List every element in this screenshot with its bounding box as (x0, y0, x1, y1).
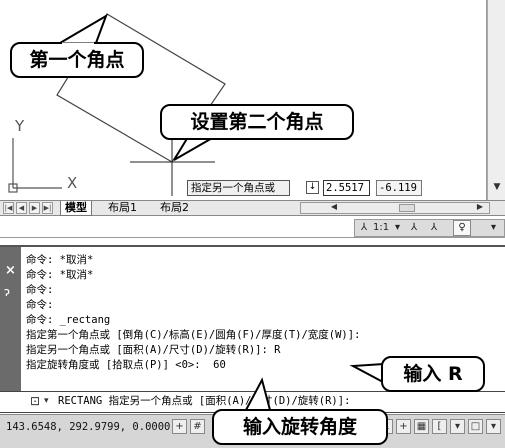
dynamic-input-x-field[interactable]: 2.5517 (323, 180, 370, 196)
command-history-line: 指定旋转角度或 [拾取点(P)] <0>: 60 (26, 359, 226, 371)
command-history-line: 命令: _rectang (26, 314, 111, 326)
last-tab-icon[interactable]: ▶| (42, 202, 53, 214)
command-input[interactable]: RECTANG 指定另一个角点或 [面积(A)/尺寸(D)/旋转(R)]: (58, 395, 351, 407)
callout-first-corner-tail (56, 13, 108, 44)
annotation-monitor-icon[interactable]: □ (468, 419, 483, 434)
command-history-line: 指定第一个角点或 [倒角(C)/标高(E)/圆角(F)/厚度(T)/宽度(W)]… (26, 329, 361, 341)
annotation-scale[interactable]: 1:1 (373, 222, 390, 233)
annotation-toolbar: ⅄ 1:1 ▾ ⅄ ⅄ ♀ ▾ (354, 219, 505, 237)
lightbulb-icon[interactable]: ♀ (453, 220, 471, 236)
dynamic-input-icon[interactable]: + (396, 419, 411, 434)
dynamic-input-prompt: 指定另一个角点或 (187, 180, 290, 196)
auto-scale-icon[interactable]: ⅄ (431, 222, 438, 233)
scroll-left-icon[interactable]: ◀ (330, 202, 338, 211)
snap-mode-icon[interactable]: + (172, 419, 187, 434)
annotation-visibility-icon[interactable]: ⅄ (411, 222, 418, 233)
horizontal-scrollbar[interactable]: ◀ ▶ (300, 202, 490, 214)
menu-arrow-icon[interactable]: ▾ (491, 222, 497, 233)
lineweight-icon[interactable]: ▦ (414, 419, 429, 434)
command-history-line: 命令: *取消* (26, 269, 94, 281)
callout-second-corner-tail (173, 136, 218, 161)
command-prompt-icon[interactable]: ⊡ (30, 394, 41, 408)
command-window-sidebar: × ɂ (0, 247, 21, 391)
wrench-icon[interactable]: ɂ (4, 285, 10, 299)
selection-cycling-icon[interactable]: ▾ (450, 419, 465, 434)
tab-layout1[interactable]: 布局1 (108, 201, 137, 214)
command-history-line: 命令: (26, 284, 54, 296)
first-tab-icon[interactable]: |◀ (3, 202, 14, 214)
dynamic-input-y-field[interactable]: -6.119 (376, 180, 422, 196)
callout-input-angle-tail (244, 377, 272, 411)
scroll-thumb[interactable] (399, 204, 415, 212)
command-history-line: 命令: (26, 299, 54, 311)
dropdown-arrow-icon[interactable]: ▾ (395, 222, 401, 233)
ucs-x-label: X (67, 174, 78, 192)
command-history-line: 指定另一个角点或 [面积(A)/尺寸(D)/旋转(R)]: R (26, 344, 281, 356)
scroll-right-icon[interactable]: ▶ (476, 202, 484, 211)
callout-input-r-tail (349, 362, 384, 384)
command-history-line: 命令: *取消* (26, 254, 94, 266)
grid-display-icon[interactable]: # (190, 419, 205, 434)
dropdown-arrow-icon[interactable]: ▾ (44, 396, 49, 406)
ucs-y-label: Y (15, 117, 25, 135)
callout-input-angle: 输入旋转角度 (212, 409, 388, 445)
ucs-origin-box (8, 183, 18, 193)
customization-icon[interactable]: ▾ (486, 419, 501, 434)
annotation-scale-icon[interactable]: ⅄ (361, 222, 368, 233)
callout-input-r: 输入 R (381, 356, 485, 392)
command-history: 命令: *取消* 命令: *取消* 命令: 命令: 命令: _rectang 指… (26, 253, 501, 373)
next-tab-icon[interactable]: ▶ (29, 202, 40, 214)
transparency-icon[interactable]: [ (432, 419, 447, 434)
tab-model[interactable]: 模型 (60, 201, 92, 216)
coordinate-readout: 143.6548, 292.9799, 0.0000 (6, 421, 171, 433)
callout-second-corner: 设置第二个角点 (160, 104, 354, 140)
prev-tab-icon[interactable]: ◀ (16, 202, 27, 214)
options-arrow-icon[interactable]: ↓ (306, 181, 319, 194)
vertical-scrollbar[interactable]: ▼ (487, 0, 505, 200)
close-icon[interactable]: × (5, 263, 16, 278)
scroll-down-icon[interactable]: ▼ (493, 182, 501, 192)
tab-layout2[interactable]: 布局2 (160, 201, 189, 214)
